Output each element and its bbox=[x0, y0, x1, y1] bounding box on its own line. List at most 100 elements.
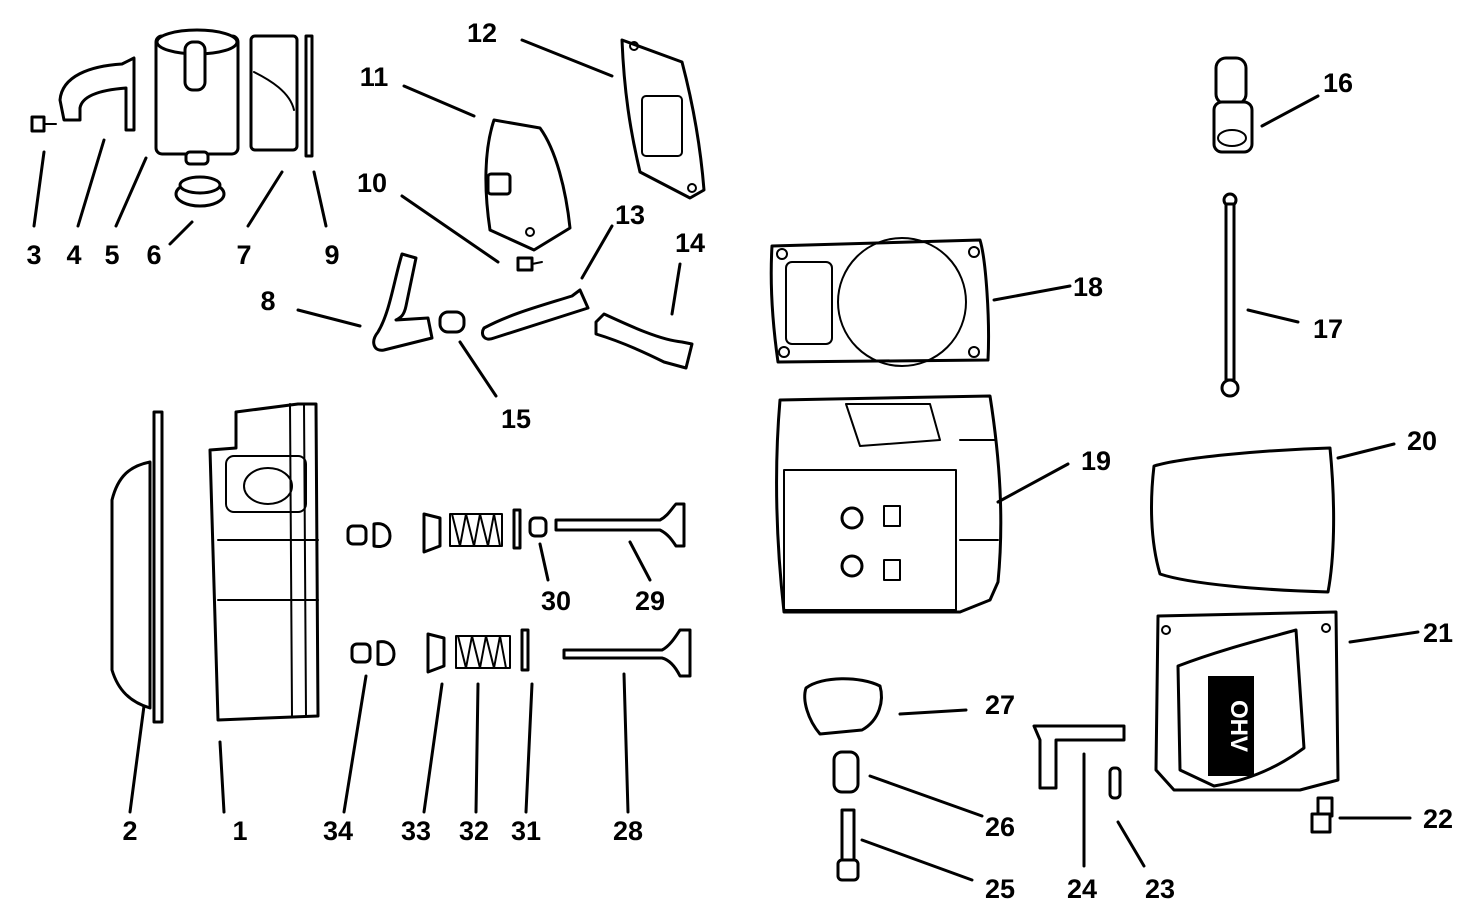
part-30-valve-seal bbox=[528, 516, 548, 538]
callout-26: 26 bbox=[985, 812, 1015, 842]
leader-17 bbox=[1246, 308, 1300, 324]
leader-lines bbox=[32, 38, 1420, 882]
part-7-filter-element bbox=[249, 34, 299, 152]
callout-16: 16 bbox=[1323, 68, 1353, 98]
callout-3: 3 bbox=[26, 240, 41, 270]
part-21-rocker-cover: OHV bbox=[1154, 610, 1340, 792]
part-9-gasket bbox=[304, 34, 314, 158]
callout-22: 22 bbox=[1423, 804, 1453, 834]
part-31-washer-upper bbox=[512, 508, 522, 550]
callout-17: 17 bbox=[1313, 314, 1343, 344]
leader-4 bbox=[76, 138, 106, 228]
part-33-retainer-lower bbox=[426, 632, 446, 674]
leader-13 bbox=[580, 224, 614, 280]
leader-3 bbox=[32, 150, 46, 228]
leader-20 bbox=[1336, 442, 1396, 460]
callout-32: 32 bbox=[459, 816, 489, 846]
callout-24: 24 bbox=[1067, 874, 1097, 904]
leader-33 bbox=[422, 682, 444, 814]
leader-2 bbox=[128, 704, 146, 814]
leader-32 bbox=[474, 682, 480, 814]
callout-28: 28 bbox=[613, 816, 643, 846]
leader-29 bbox=[628, 540, 652, 582]
callout-5: 5 bbox=[104, 240, 119, 270]
part-5-breather-canister bbox=[154, 28, 240, 166]
part-34-keepers-lower bbox=[350, 640, 396, 666]
callout-34: 34 bbox=[323, 816, 353, 846]
part-15-clamp bbox=[438, 310, 466, 334]
part-33-retainer-upper bbox=[422, 512, 442, 554]
callout-33: 33 bbox=[401, 816, 431, 846]
part-25-stud bbox=[836, 808, 860, 882]
part-32-spring-upper bbox=[449, 513, 503, 547]
callout-14: 14 bbox=[675, 228, 705, 258]
leader-15 bbox=[458, 340, 498, 398]
part-34-keepers-upper bbox=[346, 522, 392, 548]
callout-11: 11 bbox=[360, 62, 389, 92]
part-4-bracket bbox=[58, 56, 136, 132]
callout-30: 30 bbox=[541, 586, 571, 616]
part-16-boot bbox=[1212, 56, 1254, 154]
part-6-cap bbox=[174, 175, 226, 208]
part-24-guide-plate bbox=[1032, 724, 1126, 790]
leader-27 bbox=[898, 708, 968, 716]
part-18-head-gasket bbox=[769, 237, 991, 367]
leader-5 bbox=[114, 156, 148, 228]
leader-11 bbox=[402, 84, 476, 118]
part-19-cylinder-head bbox=[775, 394, 1003, 614]
callout-25: 25 bbox=[985, 874, 1015, 904]
part-26-pivot bbox=[832, 750, 860, 794]
callout-21: 21 bbox=[1423, 618, 1453, 648]
callout-15: 15 bbox=[501, 404, 531, 434]
part-22-bolt bbox=[1310, 796, 1334, 834]
leader-16 bbox=[1260, 94, 1320, 128]
leader-21 bbox=[1348, 630, 1420, 644]
leader-10 bbox=[400, 194, 500, 264]
part-8-breather-tube bbox=[372, 252, 434, 352]
callout-1: 1 bbox=[232, 816, 247, 846]
leader-6 bbox=[168, 220, 194, 246]
part-29-valve-upper bbox=[554, 502, 686, 548]
callout-13: 13 bbox=[615, 200, 645, 230]
callout-23: 23 bbox=[1145, 874, 1175, 904]
part-17-push-rod bbox=[1220, 192, 1240, 398]
callout-12: 12 bbox=[467, 18, 497, 48]
leader-30 bbox=[538, 542, 550, 582]
leader-28 bbox=[622, 672, 630, 814]
leader-8 bbox=[296, 308, 362, 328]
leader-14 bbox=[670, 262, 682, 316]
leader-12 bbox=[520, 38, 614, 78]
part-10-screw bbox=[516, 256, 543, 272]
callout-20: 20 bbox=[1407, 426, 1437, 456]
part-13-hose bbox=[480, 288, 590, 341]
part-1-cylinder-block bbox=[208, 402, 320, 722]
leader-7 bbox=[246, 170, 284, 228]
callout-numbers: 1 2 3 4 5 6 7 8 9 10 11 12 13 14 15 16 1… bbox=[26, 18, 1453, 904]
callout-19: 19 bbox=[1081, 446, 1111, 476]
leader-18 bbox=[992, 284, 1072, 302]
part-11-breather-cover bbox=[484, 118, 572, 252]
leader-31 bbox=[524, 682, 534, 814]
part-12-breather-gasket bbox=[620, 38, 706, 200]
callout-31: 31 bbox=[511, 816, 541, 846]
part-27-rocker bbox=[803, 677, 883, 736]
callout-10: 10 bbox=[357, 168, 387, 198]
callout-6: 6 bbox=[146, 240, 161, 270]
part-14-hose-elbow bbox=[594, 312, 694, 370]
part-32-spring-lower bbox=[455, 635, 511, 669]
leader-25 bbox=[860, 838, 974, 882]
part-2-side-cover bbox=[110, 410, 164, 724]
part-28-valve-lower bbox=[562, 628, 692, 678]
part-31-washer-lower bbox=[520, 628, 530, 672]
leader-26 bbox=[868, 774, 984, 818]
callout-2: 2 bbox=[122, 816, 137, 846]
part-3-screw bbox=[30, 115, 57, 133]
callout-8: 8 bbox=[260, 286, 275, 316]
part-23-pin bbox=[1108, 766, 1122, 800]
callout-4: 4 bbox=[66, 240, 81, 270]
ohv-logo: OHV bbox=[1225, 700, 1252, 752]
leader-23 bbox=[1116, 820, 1146, 868]
leader-19 bbox=[996, 462, 1070, 504]
callout-7: 7 bbox=[236, 240, 251, 270]
